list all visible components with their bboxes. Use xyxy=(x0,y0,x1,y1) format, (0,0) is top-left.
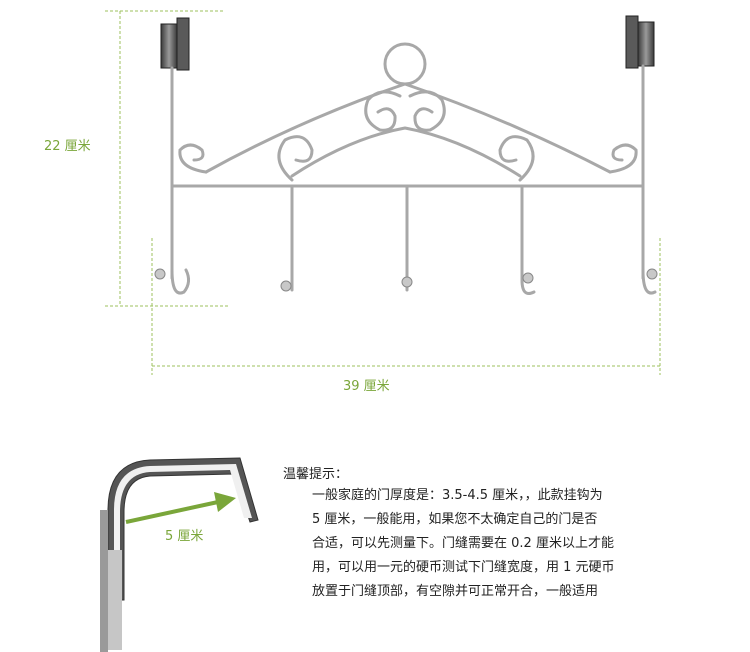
door-gap-label: 5 厘米 xyxy=(165,529,204,544)
tips-body: 一般家庭的门厚度是：3.5-4.5 厘米，，此款挂钩为 5 厘米，一般能用，如果… xyxy=(312,484,742,604)
width-dimension-label: 39 厘米 xyxy=(343,379,390,394)
left-door-clip xyxy=(160,17,190,71)
tips-line: 合适，可以先测量下。门缝需要在 0.2 厘米以上才能 xyxy=(312,536,614,551)
door-clip-closeup xyxy=(100,457,259,652)
rack-frame xyxy=(170,42,657,295)
tips-line: 用，可以用一元的硬币测试下门缝宽度，用 1 元硬币 xyxy=(312,560,615,575)
tips-line: 放置于门缝顶部，有空隙并可正常开合，一般适用 xyxy=(312,584,599,599)
hook-knobs xyxy=(154,268,658,292)
gap-arrow xyxy=(125,492,236,524)
tips-line: 5 厘米，一般能用，如果您不太确定自己的门是否 xyxy=(312,512,598,527)
right-door-clip xyxy=(625,15,655,69)
clip-bracket xyxy=(100,457,259,652)
height-dimension-lines xyxy=(105,10,228,307)
tips-title: 温馨提示： xyxy=(283,467,349,482)
tips-line: 一般家庭的门厚度是：3.5-4.5 厘米，，此款挂钩为 xyxy=(312,488,603,503)
height-dimension-label: 22 厘米 xyxy=(44,139,91,154)
width-dimension-lines xyxy=(151,238,661,375)
hook-rack-illustration xyxy=(105,10,661,375)
